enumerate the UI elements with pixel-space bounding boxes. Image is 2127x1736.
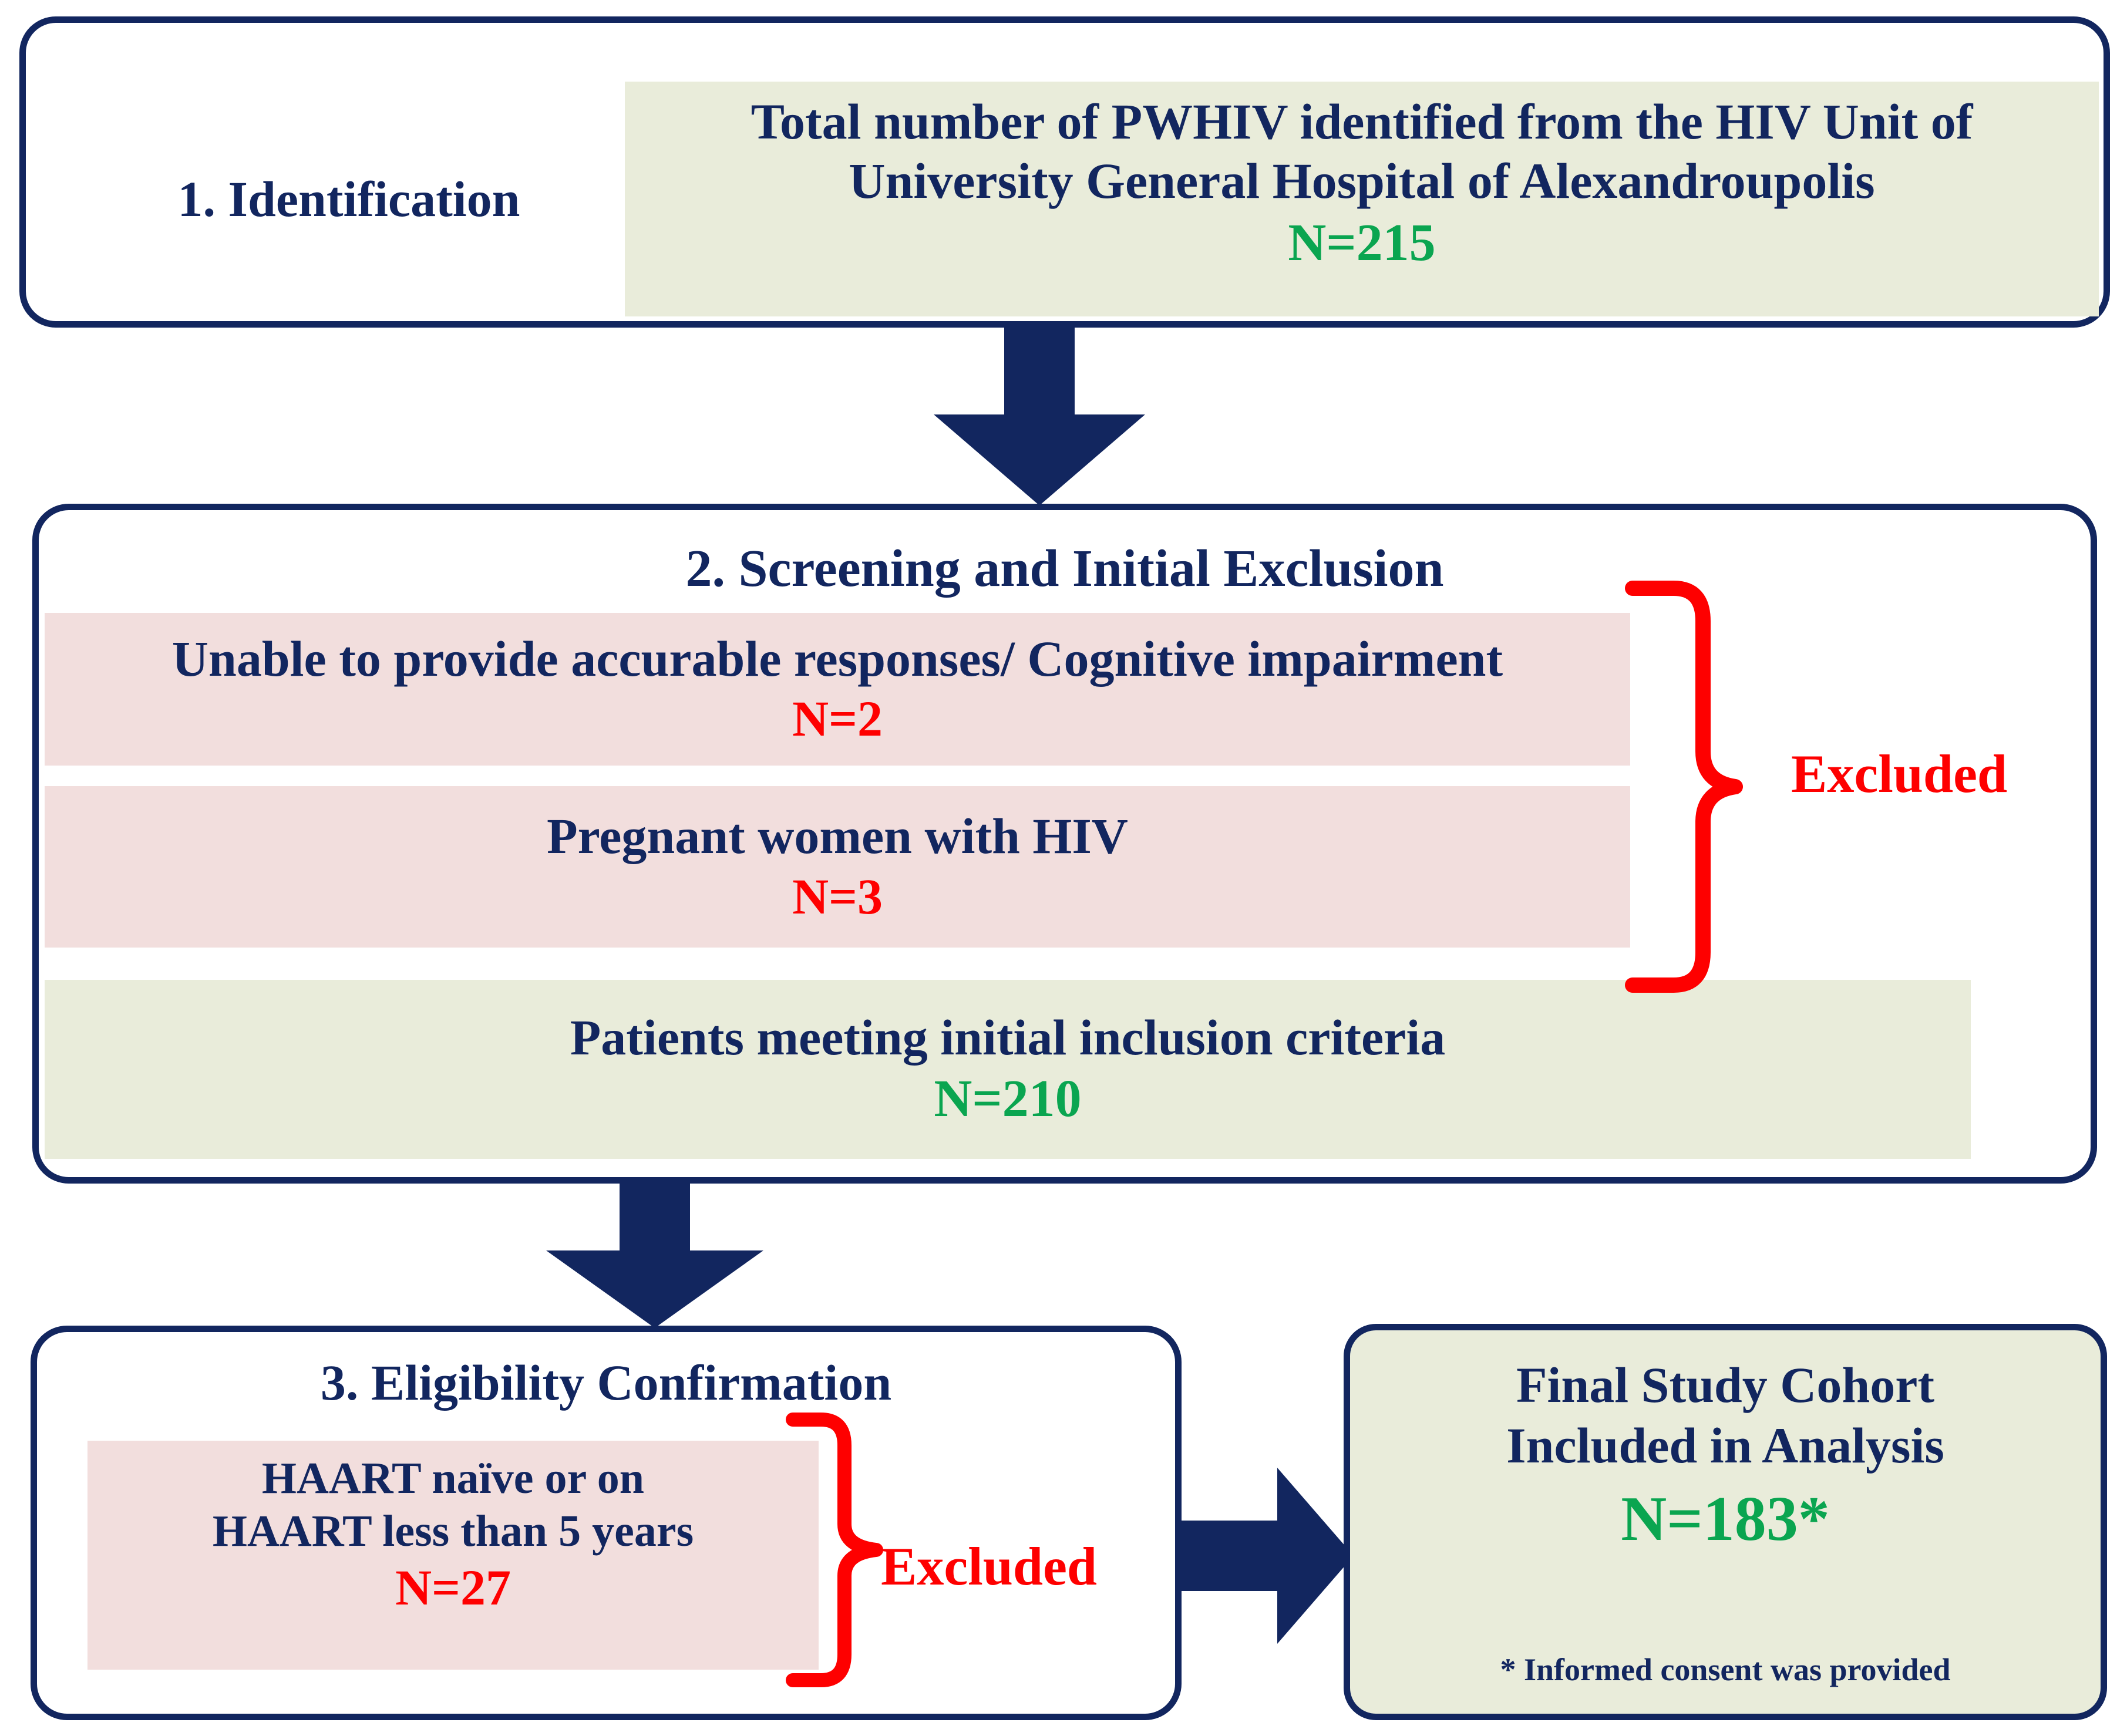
panel-exclusion-haart-line2: HAART less than 5 years <box>212 1506 694 1556</box>
panel-inclusion-criteria-text: Patients meeting initial inclusion crite… <box>570 1009 1446 1066</box>
panel-exclusion-cognitive-text: Unable to provide accurable responses/ C… <box>171 630 1503 687</box>
count-inclusion-criteria: N=210 <box>934 1070 1082 1128</box>
panel-exclusion-cognitive: Unable to provide accurable responses/ C… <box>45 613 1630 766</box>
count-total-pwhiv: N=215 <box>1288 213 1436 272</box>
stage-label-identification: 1. Identification <box>177 171 520 227</box>
count-exclusion-pregnant: N=3 <box>792 868 883 925</box>
panel-exclusion-haart: HAART naïve or on HAART less than 5 year… <box>87 1441 819 1670</box>
arrow-stage2-to-stage3-icon <box>546 1181 763 1328</box>
stage-title-screening: 2. Screening and Initial Exclusion <box>685 540 1444 598</box>
curly-brace-eligibility-icon <box>786 1413 883 1687</box>
count-exclusion-haart: N=27 <box>395 1559 511 1616</box>
stage-box-screening: 2. Screening and Initial Exclusion Unabl… <box>32 504 2097 1184</box>
panel-total-pwhiv-line2: University General Hospital of Alexandro… <box>849 153 1875 210</box>
panel-exclusion-pregnant-text: Pregnant women with HIV <box>547 808 1128 865</box>
stage-box-identification: 1. Identification Total number of PWHIV … <box>19 16 2110 328</box>
panel-total-pwhiv: Total number of PWHIV identified from th… <box>625 82 2099 316</box>
panel-exclusion-haart-line1: HAART naïve or on <box>261 1454 645 1503</box>
excluded-label-eligibility: Excluded <box>881 1536 1098 1596</box>
stage-title-eligibility: 3. Eligibility Confirmation <box>320 1354 892 1411</box>
stage-box-eligibility: 3. Eligibility Confirmation HAART naïve … <box>31 1326 1182 1720</box>
curly-brace-screening-icon <box>1625 581 1743 993</box>
stage-box-final-cohort: Final Study Cohort Included in Analysis … <box>1344 1324 2107 1720</box>
excluded-label-screening: Excluded <box>1791 744 2008 804</box>
count-exclusion-cognitive: N=2 <box>792 690 883 747</box>
final-cohort-line2: Included in Analysis <box>1506 1417 1944 1474</box>
arrow-stage3-to-final-icon <box>1180 1468 1354 1644</box>
final-cohort-line1: Final Study Cohort <box>1516 1357 1935 1413</box>
final-cohort-footnote: * Informed consent was provided <box>1500 1652 1951 1687</box>
panel-exclusion-pregnant: Pregnant women with HIV N=3 <box>45 786 1630 948</box>
count-final-cohort: N=183* <box>1621 1484 1830 1555</box>
panel-inclusion-criteria: Patients meeting initial inclusion crite… <box>45 980 1971 1159</box>
panel-total-pwhiv-line1: Total number of PWHIV identified from th… <box>750 93 1973 150</box>
arrow-stage1-to-stage2-icon <box>934 326 1145 505</box>
